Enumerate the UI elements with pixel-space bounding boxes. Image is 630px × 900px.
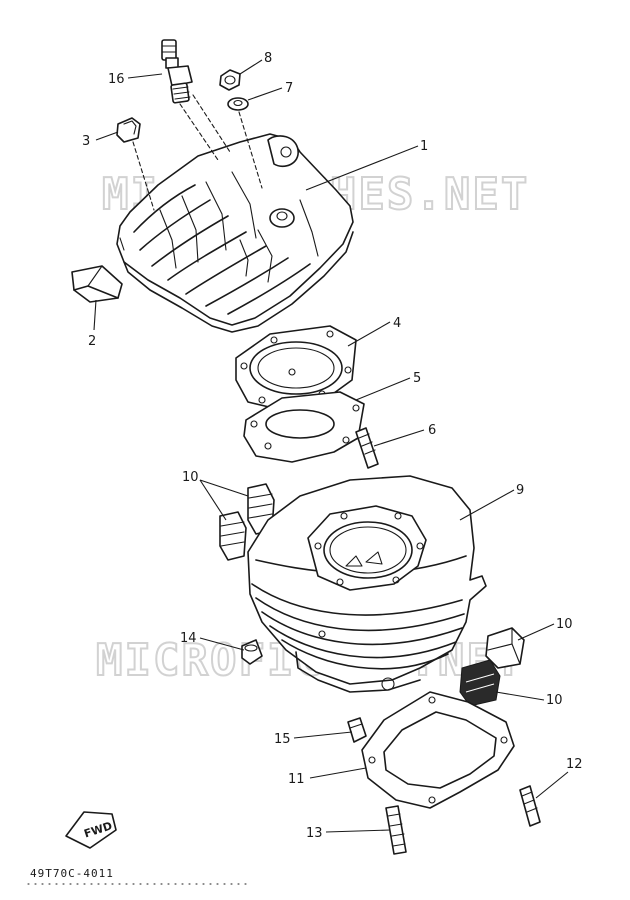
damper-set-left bbox=[219, 483, 275, 561]
washer bbox=[227, 97, 249, 111]
fwd-arrow-icon: FWD bbox=[65, 811, 117, 849]
cylinder-base-gasket bbox=[361, 691, 515, 809]
damper-right-lower bbox=[459, 659, 501, 707]
callout-5: 5 bbox=[413, 371, 421, 386]
assembly-lines bbox=[132, 94, 263, 211]
callout-16: 16 bbox=[108, 72, 125, 87]
damper-small bbox=[116, 117, 141, 143]
cylinder-head bbox=[116, 133, 354, 333]
spark-plug bbox=[161, 39, 193, 104]
stud-bolt-bottom bbox=[385, 805, 407, 855]
callout-15: 15 bbox=[274, 732, 291, 747]
drawing-code: 49T70C-4011 bbox=[30, 867, 114, 880]
callout-14: 14 bbox=[180, 631, 197, 646]
dowel-pin bbox=[347, 717, 367, 743]
cylinder-body bbox=[247, 475, 487, 693]
nut bbox=[219, 69, 241, 91]
callout-numbers: 16 8 7 3 1 2 4 5 6 10 9 14 10 10 15 11 1… bbox=[82, 51, 583, 841]
callout-6: 6 bbox=[428, 423, 436, 438]
callout-10-right-lower: 10 bbox=[546, 693, 563, 708]
stud-bolt-right bbox=[519, 785, 541, 827]
callout-11: 11 bbox=[288, 772, 305, 787]
callout-4: 4 bbox=[393, 316, 401, 331]
callout-10-right-upper: 10 bbox=[556, 617, 573, 632]
callout-1: 1 bbox=[420, 139, 428, 154]
plug-screw bbox=[241, 639, 263, 665]
damper-large bbox=[71, 265, 123, 303]
callout-13: 13 bbox=[306, 826, 323, 841]
damper-right-upper bbox=[485, 627, 525, 669]
callout-2: 2 bbox=[88, 334, 96, 349]
callout-8: 8 bbox=[264, 51, 272, 66]
stud-bolt-upper bbox=[355, 427, 379, 469]
leader-lines bbox=[93, 59, 569, 833]
head-gasket bbox=[235, 325, 357, 413]
cylinder-gasket-upper bbox=[243, 391, 365, 463]
callout-12: 12 bbox=[566, 757, 583, 772]
callout-3: 3 bbox=[82, 134, 90, 149]
callout-10-left: 10 bbox=[182, 470, 199, 485]
callout-9: 9 bbox=[516, 483, 524, 498]
callout-7: 7 bbox=[285, 81, 293, 96]
